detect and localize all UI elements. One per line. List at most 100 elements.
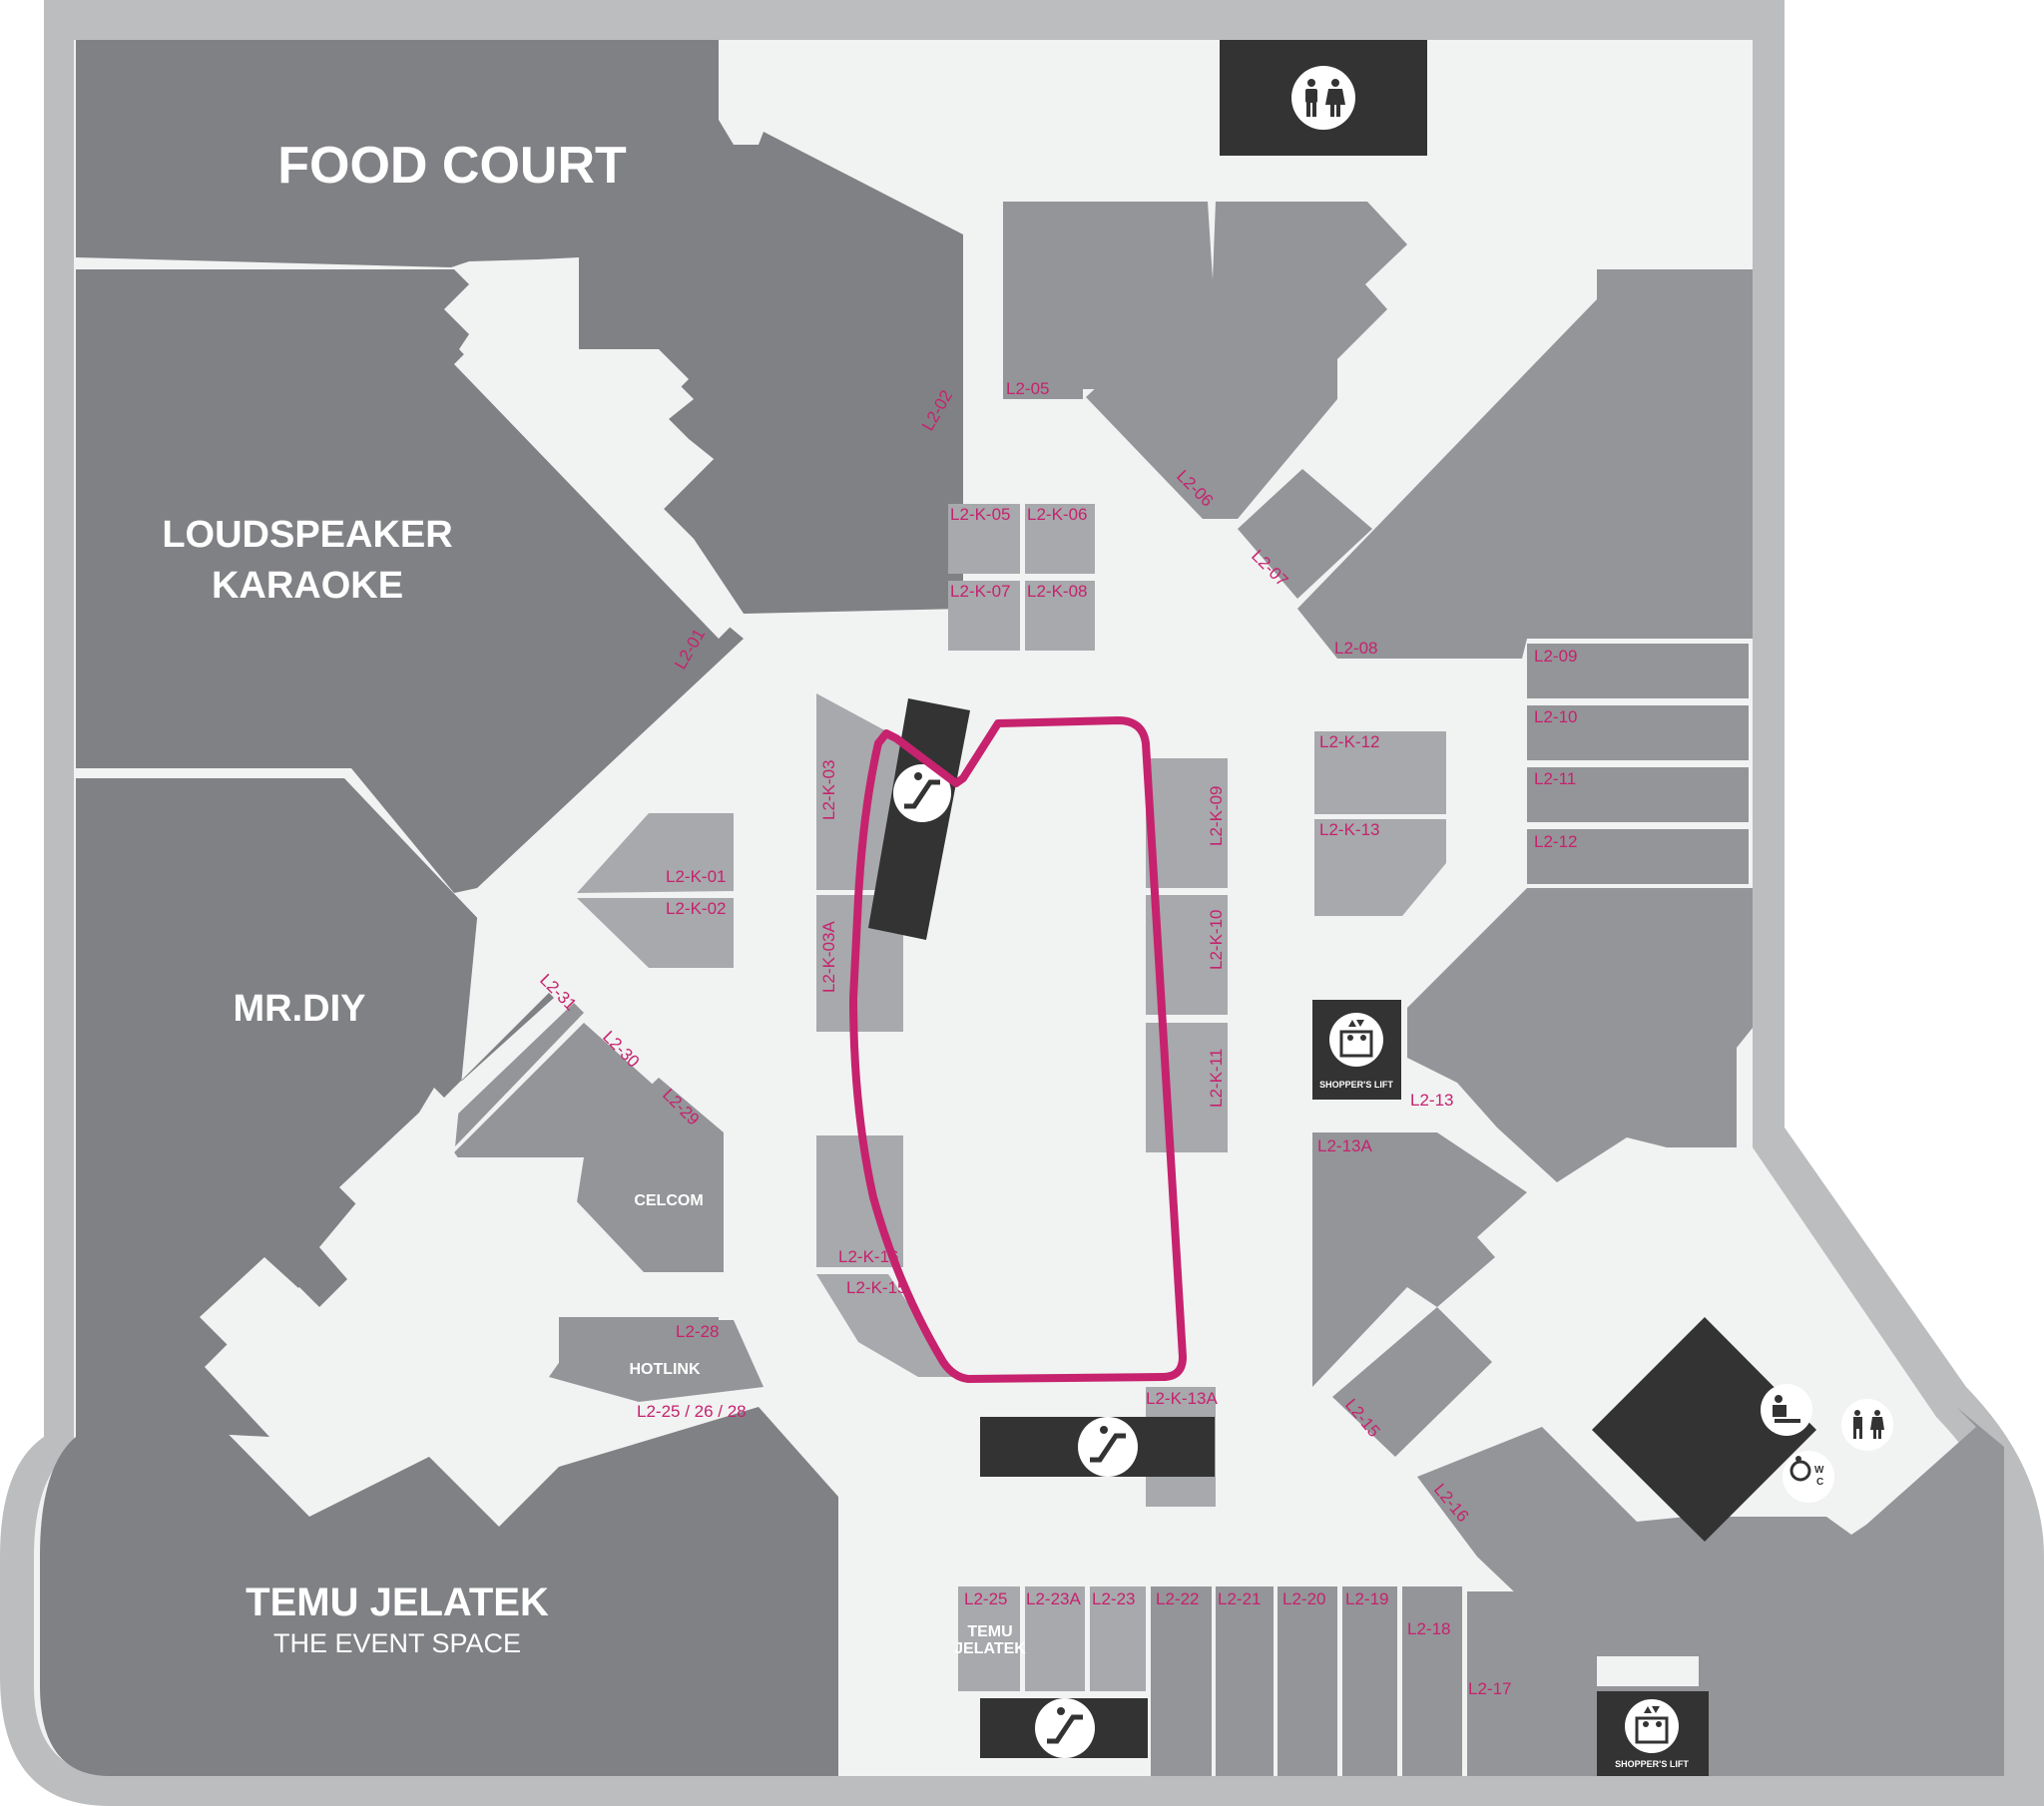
shop-l2-19[interactable] — [1342, 1586, 1397, 1776]
unit-label: L2-23A — [1026, 1589, 1081, 1608]
unit-label: L2-21 — [1218, 1589, 1261, 1608]
kiosk-l2-25[interactable] — [958, 1586, 1020, 1691]
lift-label: SHOPPER'S LIFT — [1319, 1080, 1393, 1090]
unit-label: L2-17 — [1468, 1679, 1511, 1698]
kiosk-k06[interactable] — [1025, 504, 1095, 574]
unit-label: L2-K-08 — [1027, 582, 1087, 601]
unit-label: L2-K-16 — [838, 1247, 898, 1266]
unit-label: L2-25 — [964, 1589, 1007, 1608]
escalator-bottom[interactable] — [980, 1698, 1148, 1758]
unit-label: L2-K-03 — [819, 760, 838, 820]
shop-l2-07[interactable] — [1238, 469, 1372, 599]
anchor-temu-jelatek[interactable] — [40, 1405, 838, 1776]
svg-text:C: C — [1816, 1477, 1823, 1488]
karaoke-label: KARAOKE — [212, 565, 403, 607]
kiosk-k08[interactable] — [1025, 581, 1095, 651]
kiosk-k02[interactable] — [577, 898, 734, 968]
celcom-label: CELCOM — [634, 1192, 703, 1209]
escalator-lower[interactable] — [980, 1417, 1215, 1477]
kiosk-l2-23[interactable] — [1090, 1586, 1146, 1691]
shop-l2-21[interactable] — [1216, 1586, 1274, 1776]
unit-label: L2-28 — [676, 1322, 719, 1341]
shop-blocks — [429, 202, 2004, 1776]
unit-label: L2-K-01 — [666, 867, 726, 886]
shop-l2-16[interactable] — [1417, 1407, 2004, 1776]
kiosk-k05[interactable] — [948, 504, 1020, 574]
unit-label: L2-K-06 — [1027, 505, 1087, 524]
unit-label: L2-10 — [1534, 707, 1577, 726]
shop-l2-09[interactable] — [1527, 644, 1749, 698]
restroom-right[interactable]: W C — [1592, 1317, 1893, 1542]
unit-label: L2-K-10 — [1207, 910, 1226, 970]
unit-label: L2-22 — [1156, 1589, 1199, 1608]
unit-labels: L2-05 L2-08 L2-09 L2-10 L2-11 L2-12 L2-1… — [637, 379, 1577, 1698]
anchor-loudspeaker-karaoke[interactable] — [76, 269, 744, 893]
shoppers-lift-middle[interactable]: SHOPPER'S LIFT — [1312, 1000, 1401, 1100]
shop-l2-18[interactable] — [1402, 1586, 1462, 1776]
unit-label: L2-K-09 — [1207, 786, 1226, 846]
shop-l2-22[interactable] — [1151, 1586, 1212, 1776]
unit-label: L2-09 — [1534, 647, 1577, 666]
shop-l2-13[interactable] — [1407, 888, 1753, 1182]
svg-text:W: W — [1814, 1465, 1824, 1476]
hotlink-label: HOTLINK — [629, 1361, 701, 1378]
restroom-top[interactable] — [1220, 40, 1427, 156]
kiosk-k12[interactable] — [1314, 731, 1446, 814]
kiosk-k13[interactable] — [1314, 819, 1446, 916]
temu-small-label: TEMU — [967, 1623, 1012, 1640]
kiosk-k07[interactable] — [948, 581, 1020, 651]
temu-jelatek-label: TEMU JELATEK — [246, 1580, 549, 1624]
unit-label: L2-K-03A — [819, 921, 838, 993]
unit-label: L2-13 — [1410, 1091, 1453, 1110]
toilet-icon — [1291, 66, 1355, 130]
unit-label: L2-13A — [1317, 1136, 1372, 1155]
unit-label: L2-K-15 — [846, 1278, 906, 1297]
unit-label: L2-25 / 26 / 28 — [637, 1402, 747, 1421]
shop-l2-20[interactable] — [1278, 1586, 1337, 1776]
unit-label: L2-12 — [1534, 832, 1577, 851]
unit-label: L2-19 — [1345, 1589, 1388, 1608]
shop-l2-06[interactable] — [1086, 202, 1407, 519]
shop-l2-17[interactable] — [1467, 1591, 1597, 1776]
shoppers-lift-bottom[interactable]: SHOPPER'S LIFT — [1597, 1691, 1709, 1776]
unit-label: L2-18 — [1407, 1619, 1450, 1638]
lift-icon — [1329, 1013, 1383, 1067]
anchor-mrdiy[interactable] — [76, 778, 554, 1437]
jelatek-small-label: JELATEK — [954, 1640, 1026, 1657]
kiosk-blocks — [577, 504, 1446, 1691]
shop-celcom[interactable] — [554, 1078, 724, 1272]
unit-label: L2-K-12 — [1319, 732, 1379, 751]
unit-label: L2-K-11 — [1207, 1049, 1226, 1108]
unit-label: L2-20 — [1282, 1589, 1325, 1608]
kiosk-k11[interactable] — [1146, 1023, 1228, 1152]
escalator-center[interactable] — [868, 698, 970, 940]
unit-label: L2-08 — [1334, 639, 1377, 658]
shop-l2-15[interactable] — [1332, 1307, 1492, 1457]
loudspeaker-label: LOUDSPEAKER — [162, 514, 452, 556]
lift-label: SHOPPER'S LIFT — [1615, 1759, 1689, 1769]
event-space-label: THE EVENT SPACE — [273, 1628, 521, 1658]
kiosk-k15[interactable] — [816, 1274, 958, 1377]
walkways — [200, 299, 744, 1457]
lift-icon — [1625, 1699, 1679, 1753]
kiosk-k09[interactable] — [1146, 758, 1228, 888]
kiosk-l2-23a[interactable] — [1025, 1586, 1085, 1691]
unit-label: L2-K-07 — [950, 582, 1010, 601]
unit-label: L2-K-13 — [1319, 820, 1379, 839]
shop-l2-11[interactable] — [1527, 767, 1749, 822]
shop-l2-31[interactable] — [429, 1003, 584, 1147]
shop-l2-10[interactable] — [1527, 705, 1749, 760]
shop-l2-13a[interactable] — [1312, 1132, 1527, 1387]
unit-label: L2-K-13A — [1146, 1389, 1218, 1408]
unit-label: L2-11 — [1534, 769, 1576, 788]
anchor-food-court[interactable] — [76, 40, 963, 614]
shop-hotlink[interactable] — [549, 1320, 764, 1402]
unit-label: L2-05 — [1006, 379, 1049, 398]
highlighted-void-outline — [849, 716, 1187, 1383]
unit-label: L2-K-02 — [666, 899, 726, 918]
kiosk-k01[interactable] — [577, 813, 734, 893]
unit-label: L2-23 — [1092, 1589, 1135, 1608]
shop-l2-12[interactable] — [1527, 829, 1749, 884]
shop-l2-08[interactable] — [1297, 269, 1753, 659]
